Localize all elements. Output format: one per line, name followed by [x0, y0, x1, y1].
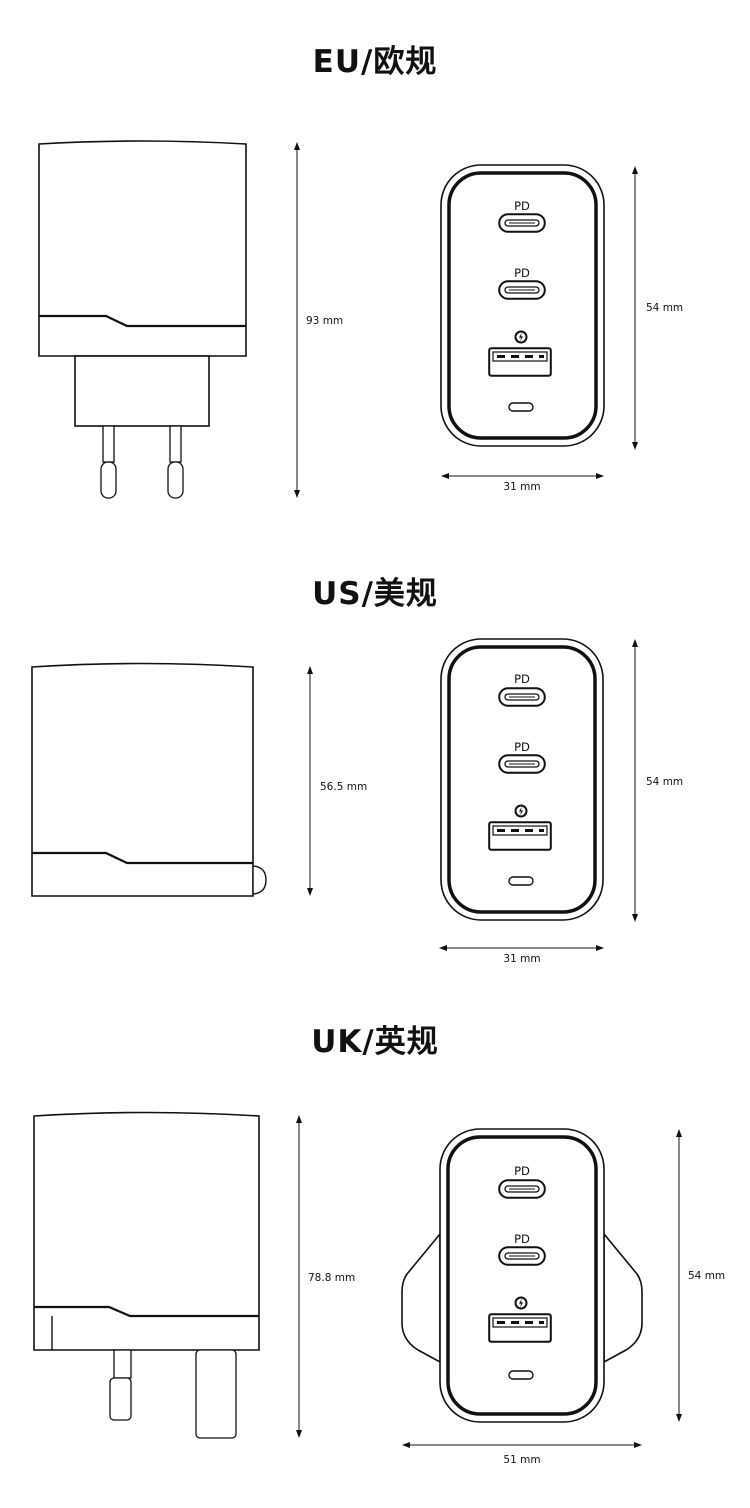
us-front-width-label: 31 mm — [503, 953, 540, 965]
uk-plug-pin-right — [195, 1349, 237, 1439]
eu-front-width-label: 31 mm — [503, 481, 540, 493]
us-side-view — [31, 662, 267, 897]
uk-side-view — [33, 1111, 260, 1439]
uk-front-width-dimension: 51 mm — [402, 1442, 642, 1466]
eu-plug-pin-right — [167, 425, 184, 499]
us-front-width-dimension: 31 mm — [439, 945, 604, 965]
section-title-us: US/美规 — [312, 576, 438, 612]
us-side-height-dimension: 56.5 mm — [307, 666, 367, 896]
uk-port-label-2: PD — [514, 1232, 530, 1246]
section-title-uk: UK/英规 — [311, 1024, 439, 1060]
usb-c-port-icon — [498, 1179, 546, 1199]
us-front-view: PD PD — [440, 638, 604, 921]
uk-side-height-dimension: 78.8 mm — [296, 1115, 355, 1438]
status-led-icon — [508, 876, 534, 886]
uk-plug-pin-left — [109, 1349, 132, 1421]
eu-plug-pin-left — [100, 425, 117, 499]
usb-a-port-icon — [488, 347, 552, 377]
uk-front-height-dimension: 54 mm — [676, 1129, 725, 1422]
us-front-height-dimension: 54 mm — [632, 639, 683, 922]
eu-front-height-dimension: 54 mm — [632, 166, 683, 450]
us-port-label-2: PD — [514, 740, 530, 754]
us-side-height-label: 56.5 mm — [320, 781, 367, 793]
eu-port-label-2: PD — [514, 266, 530, 280]
usb-c-port-icon — [498, 1246, 546, 1266]
eu-port-label-1: PD — [514, 199, 530, 213]
uk-front-height-label: 54 mm — [688, 1270, 725, 1282]
status-led-icon — [508, 1370, 534, 1380]
usb-c-port-icon — [498, 687, 546, 707]
uk-front-width-label: 51 mm — [503, 1454, 540, 1466]
section-title-eu: EU/欧规 — [312, 44, 438, 80]
uk-side-height-label: 78.8 mm — [308, 1272, 355, 1284]
eu-front-width-dimension: 31 mm — [441, 473, 604, 493]
us-port-label-1: PD — [514, 672, 530, 686]
usb-c-port-icon — [498, 213, 546, 233]
eu-front-view: PD PD — [440, 164, 605, 447]
status-led-icon — [508, 402, 534, 412]
usb-a-port-icon — [488, 1313, 552, 1343]
usb-c-port-icon — [498, 280, 546, 300]
usb-a-port-icon — [488, 821, 552, 851]
eu-side-height-label: 93 mm — [306, 315, 343, 327]
eu-side-view — [38, 140, 247, 499]
eu-side-height-dimension: 93 mm — [294, 142, 343, 498]
uk-port-label-1: PD — [514, 1164, 530, 1178]
eu-front-height-label: 54 mm — [646, 302, 683, 314]
us-front-height-label: 54 mm — [646, 776, 683, 788]
uk-front-view: PD PD — [401, 1128, 643, 1423]
usb-c-port-icon — [498, 754, 546, 774]
